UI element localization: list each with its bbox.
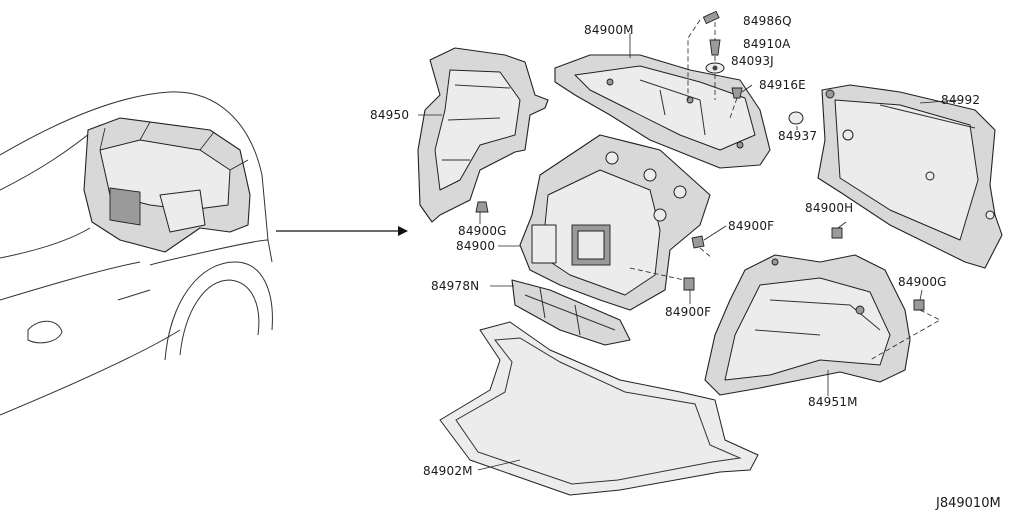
- label-84910A: 84910A: [743, 37, 791, 51]
- part-84978N-shape: [511, 279, 631, 346]
- label-84951M: 84951M: [808, 395, 858, 409]
- vehicle-rear-illustration: [0, 91, 273, 416]
- pointer-arrow: [276, 226, 408, 236]
- label-84978N: 84978N: [431, 279, 479, 293]
- part-84900-shape: [519, 134, 711, 311]
- label-84992: 84992: [941, 93, 980, 107]
- label-84900G-left: 84900G: [458, 224, 507, 238]
- diagram-code: J849010M: [935, 496, 1001, 511]
- clip-group: [475, 201, 925, 311]
- part-84951M-shape: [704, 254, 911, 396]
- part-84902M-shape: [439, 321, 759, 496]
- label-84950: 84950: [370, 108, 409, 122]
- fastener-group-upper: [687, 10, 804, 125]
- part-84950-shape: [417, 47, 549, 223]
- label-84900H: 84900H: [805, 201, 853, 215]
- label-84937: 84937: [778, 129, 817, 143]
- label-84902M: 84902M: [423, 464, 473, 478]
- label-84900F-upper: 84900F: [728, 219, 774, 233]
- part-labels: 84900M 84986Q 84910A 84093J 84916E 84992…: [370, 14, 1001, 511]
- part-84992-shape: [817, 84, 1003, 269]
- label-84900F-lower: 84900F: [665, 305, 711, 319]
- label-84093J: 84093J: [731, 54, 774, 68]
- leader-lines: [418, 33, 961, 471]
- label-84916E: 84916E: [759, 78, 806, 92]
- label-84900: 84900: [456, 239, 495, 253]
- label-84986Q: 84986Q: [743, 14, 792, 28]
- part-84900M-shape: [554, 54, 771, 169]
- label-84900M: 84900M: [584, 23, 634, 37]
- label-84900G-right: 84900G: [898, 275, 947, 289]
